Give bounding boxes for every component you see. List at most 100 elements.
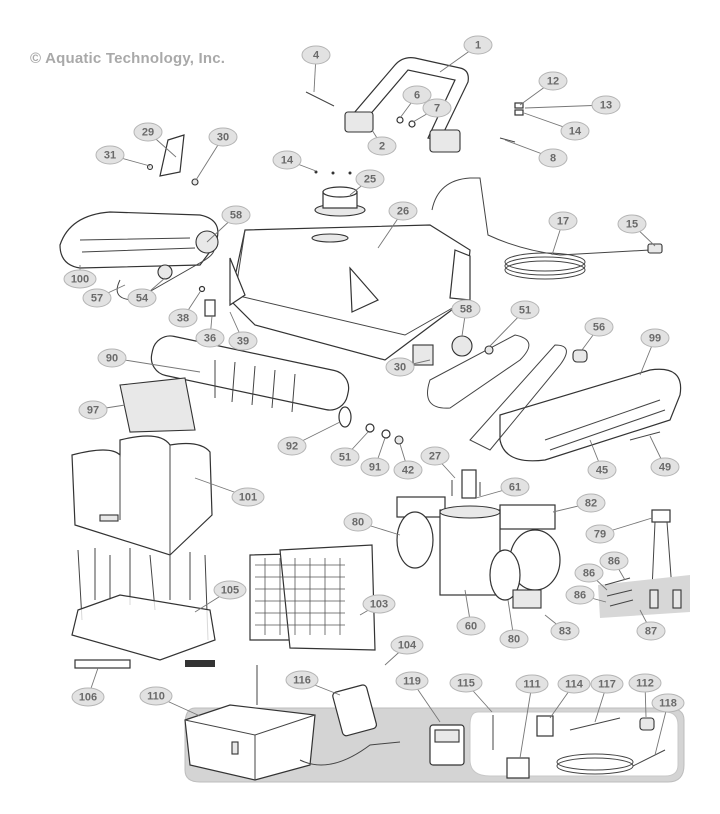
callout-86: 86 bbox=[574, 563, 608, 591]
callout-label: 106 bbox=[79, 692, 97, 704]
callout-label: 86 bbox=[608, 556, 620, 568]
callout-97: 97 bbox=[78, 400, 126, 420]
callout-bubble bbox=[402, 85, 432, 105]
main-body-part bbox=[229, 224, 471, 366]
callout-58: 58 bbox=[206, 205, 251, 243]
callout-bubble bbox=[133, 122, 163, 142]
callout-bubble bbox=[71, 687, 105, 707]
callout-label: 7 bbox=[434, 103, 440, 115]
callout-115: 115 bbox=[449, 673, 493, 713]
callout-label: 86 bbox=[574, 590, 586, 602]
handle-part bbox=[305, 57, 469, 153]
callout-label: 30 bbox=[394, 362, 406, 374]
callout-7: 7 bbox=[412, 98, 452, 123]
callout-bubble bbox=[650, 457, 680, 477]
callout-label: 36 bbox=[204, 333, 216, 345]
callout-bubble bbox=[591, 95, 621, 115]
callout-bubble bbox=[195, 328, 225, 348]
callout-86: 86 bbox=[565, 585, 607, 605]
callout-label: 14 bbox=[569, 126, 582, 138]
callout-label: 119 bbox=[403, 676, 421, 688]
callout-bubble bbox=[557, 674, 591, 694]
filter-grate-part bbox=[249, 544, 376, 651]
callout-36: 36 bbox=[195, 315, 225, 348]
callout-38: 38 bbox=[168, 291, 201, 328]
callout-label: 6 bbox=[414, 90, 420, 102]
callout-label: 38 bbox=[177, 313, 189, 325]
callout-bubble bbox=[208, 127, 238, 147]
callout-12: 12 bbox=[519, 71, 568, 106]
filter-frame-part bbox=[71, 548, 216, 669]
callout-2: 2 bbox=[367, 129, 397, 156]
callout-80: 80 bbox=[343, 512, 401, 536]
callout-bubble bbox=[576, 493, 606, 513]
callout-bubble bbox=[139, 686, 173, 706]
callout-87: 87 bbox=[636, 609, 666, 641]
callout-26: 26 bbox=[377, 201, 418, 249]
callout-49: 49 bbox=[649, 435, 680, 477]
callout-bubble bbox=[422, 98, 452, 118]
callout-bubble bbox=[538, 148, 568, 168]
callout-15: 15 bbox=[617, 214, 656, 247]
callout-label: 57 bbox=[91, 293, 103, 305]
callout-bubble bbox=[463, 35, 493, 55]
callout-label: 111 bbox=[523, 679, 540, 691]
callout-bubble bbox=[515, 674, 549, 694]
brush-roller-part bbox=[119, 335, 404, 445]
callout-bubble bbox=[82, 288, 112, 308]
callout-bubble bbox=[385, 357, 415, 377]
callout-label: 86 bbox=[583, 568, 595, 580]
callout-bubble bbox=[550, 621, 580, 641]
callout-label: 13 bbox=[600, 100, 612, 112]
callout-bubble bbox=[599, 551, 629, 571]
callout-60: 60 bbox=[456, 589, 486, 636]
callout-label: 103 bbox=[370, 599, 388, 611]
callout-30: 30 bbox=[195, 127, 238, 181]
callout-label: 97 bbox=[87, 405, 99, 417]
callout-58: 58 bbox=[451, 299, 481, 337]
sensor-wire-part bbox=[598, 509, 690, 618]
callout-bubble bbox=[587, 460, 617, 480]
callout-86: 86 bbox=[599, 551, 629, 581]
callout-bubble bbox=[617, 214, 647, 234]
callout-label: 100 bbox=[71, 274, 89, 286]
callout-label: 80 bbox=[508, 634, 520, 646]
callout-bubble bbox=[277, 436, 307, 456]
callout-label: 82 bbox=[585, 498, 597, 510]
callout-114: 114 bbox=[549, 674, 591, 719]
callout-54: 54 bbox=[127, 277, 166, 308]
impeller-cap-part bbox=[314, 186, 366, 217]
callout-label: 8 bbox=[550, 153, 556, 165]
callout-42: 42 bbox=[393, 443, 423, 480]
callout-bubble bbox=[651, 693, 685, 713]
callout-label: 31 bbox=[104, 150, 116, 162]
callout-label: 80 bbox=[352, 517, 364, 529]
right-track-part bbox=[427, 334, 682, 462]
callout-39: 39 bbox=[228, 311, 258, 351]
callout-45: 45 bbox=[587, 439, 617, 480]
callout-bubble bbox=[301, 45, 331, 65]
callout-label: 15 bbox=[626, 219, 638, 231]
callout-14: 14 bbox=[523, 112, 590, 141]
callout-31: 31 bbox=[95, 145, 151, 167]
callout-label: 42 bbox=[402, 465, 414, 477]
callout-116: 116 bbox=[285, 670, 341, 696]
callout-bubble bbox=[574, 563, 604, 583]
callout-label: 115 bbox=[457, 678, 475, 690]
callout-bubble bbox=[360, 457, 390, 477]
callout-label: 79 bbox=[594, 529, 606, 541]
callout-100: 100 bbox=[63, 265, 97, 289]
callout-83: 83 bbox=[544, 614, 580, 641]
callout-29: 29 bbox=[133, 122, 177, 158]
callout-label: 112 bbox=[636, 678, 654, 690]
callout-bubble bbox=[213, 580, 247, 600]
callout-label: 83 bbox=[559, 626, 571, 638]
callout-51: 51 bbox=[330, 431, 369, 467]
callout-label: 30 bbox=[217, 132, 229, 144]
callout-label: 101 bbox=[239, 492, 257, 504]
callout-label: 25 bbox=[364, 174, 376, 186]
callout-bubble bbox=[636, 621, 666, 641]
callout-57: 57 bbox=[82, 284, 126, 308]
callout-56: 56 bbox=[581, 317, 614, 351]
